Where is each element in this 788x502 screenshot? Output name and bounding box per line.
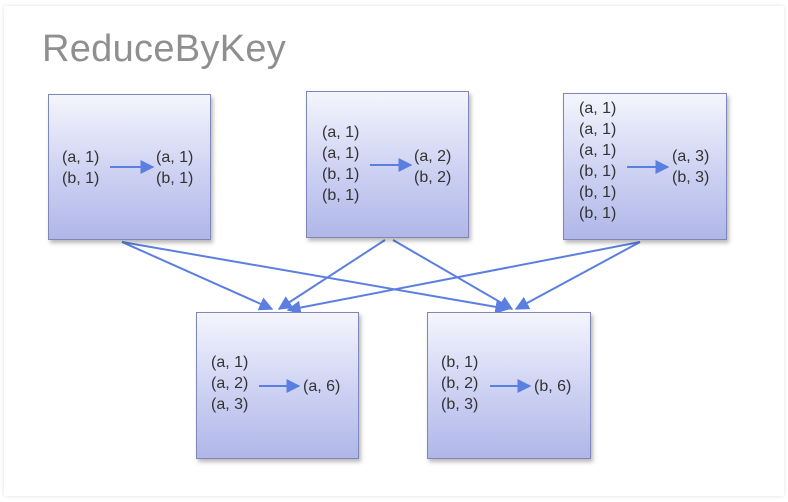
partition-1-inputs: (a, 1) (b, 1) — [62, 147, 99, 189]
pair-item: (a, 6) — [303, 378, 341, 395]
pair-item: (a, 1) — [211, 354, 249, 371]
pair-item: (a, 2) — [211, 375, 249, 392]
slide — [4, 6, 784, 496]
pair-item: (a, 3) — [672, 148, 710, 165]
pair-item: (a, 1) — [156, 149, 194, 166]
pair-item: (b, 1) — [322, 187, 360, 204]
partition-2-outputs: (a, 2) (b, 2) — [414, 146, 451, 188]
pair-item: (b, 3) — [441, 396, 479, 413]
pair-item: (b, 2) — [414, 169, 452, 186]
reducer-a-output: (a, 6) — [303, 376, 340, 397]
partition-3-inputs: (a, 1) (a, 1) (a, 1) (b, 1) (b, 1) (b, 1… — [579, 98, 616, 224]
pair-item: (b, 1) — [156, 170, 194, 187]
pair-item: (a, 1) — [579, 142, 617, 159]
pair-item: (a, 1) — [579, 121, 617, 138]
partition-1-outputs: (a, 1) (b, 1) — [156, 147, 193, 189]
diagram-title: ReduceByKey — [42, 28, 287, 70]
pair-item: (a, 3) — [211, 396, 249, 413]
pair-item: (b, 1) — [62, 170, 100, 187]
pair-item: (b, 1) — [441, 354, 479, 371]
partition-box-1 — [48, 94, 211, 240]
reducer-b-output: (b, 6) — [534, 376, 571, 397]
pair-item: (b, 2) — [441, 375, 479, 392]
pair-item: (a, 1) — [579, 100, 617, 117]
pair-item: (a, 1) — [62, 149, 100, 166]
pair-item: (b, 6) — [534, 378, 572, 395]
reducer-b-inputs: (b, 1) (b, 2) (b, 3) — [441, 352, 478, 415]
pair-item: (b, 1) — [579, 163, 617, 180]
pair-item: (b, 1) — [322, 166, 360, 183]
pair-item: (a, 1) — [322, 145, 360, 162]
pair-item: (a, 2) — [414, 148, 452, 165]
partition-2-inputs: (a, 1) (a, 1) (b, 1) (b, 1) — [322, 122, 359, 206]
partition-3-outputs: (a, 3) (b, 3) — [672, 146, 709, 188]
pair-item: (b, 1) — [579, 205, 617, 222]
pair-item: (b, 3) — [672, 169, 710, 186]
pair-item: (b, 1) — [579, 184, 617, 201]
pair-item: (a, 1) — [322, 124, 360, 141]
reducer-a-inputs: (a, 1) (a, 2) (a, 3) — [211, 352, 248, 415]
